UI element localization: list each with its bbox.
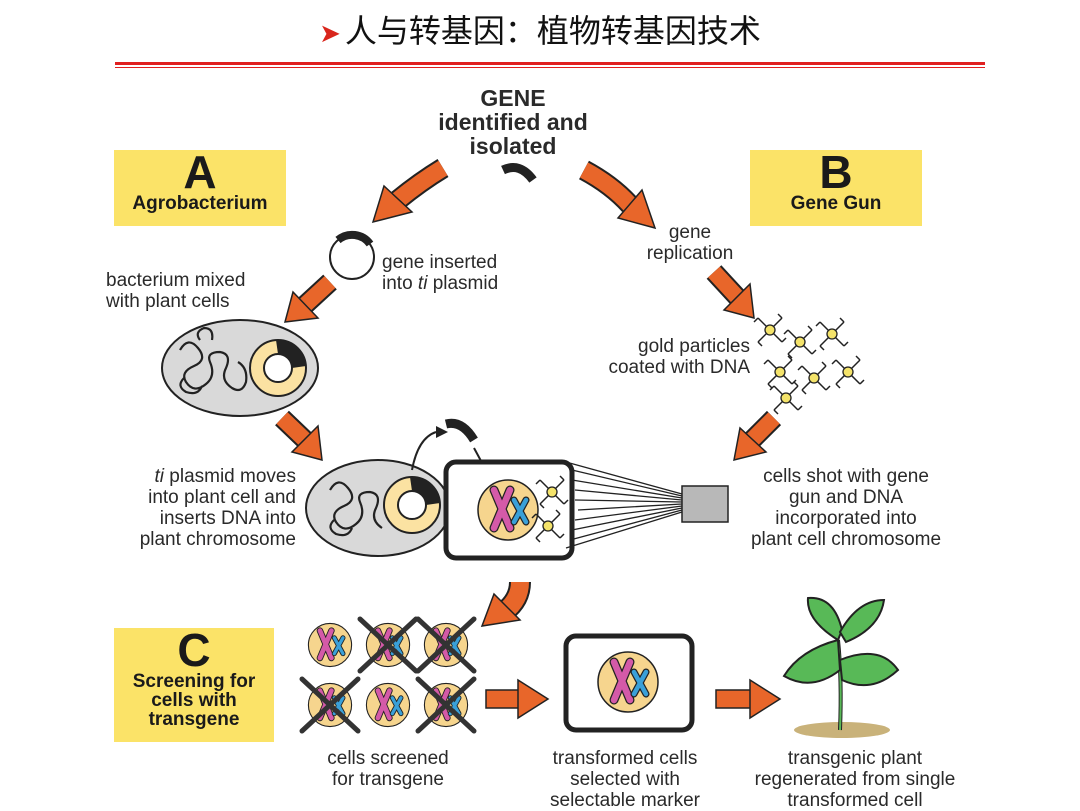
- label-shot-line4: plant cell chromosome: [750, 529, 942, 550]
- arrow-selected-to-plant: [715, 678, 782, 720]
- box-c-line2: cells with: [151, 690, 237, 711]
- label-screened-line2: for transgene: [332, 769, 444, 790]
- box-a-agrobacterium: A Agrobacterium: [114, 146, 286, 226]
- gold-particles-icon: [753, 313, 865, 415]
- label-bacterium-line2: with plant cells: [106, 291, 230, 312]
- arrow-gene-to-a: [371, 159, 449, 224]
- label-transformed-line2: selected with: [570, 769, 680, 790]
- label-transgenic-plant: transgenic plant regenerated from single…: [730, 748, 980, 811]
- title-rule: [115, 62, 985, 65]
- label-replication-line1: gene: [668, 222, 712, 243]
- label-shot-line1: cells shot with gene: [763, 466, 929, 487]
- label-transformed-line1: transformed cells: [552, 748, 698, 769]
- label-ti-line2: into plant cell and: [148, 487, 296, 508]
- gene-heading-line3: isolated: [469, 133, 557, 159]
- box-b-letter: B: [819, 146, 853, 198]
- transgenic-plant-icon: [782, 596, 900, 738]
- arrow-cell-to-screening: [480, 581, 531, 627]
- label-screened-line1: cells screened: [327, 748, 449, 769]
- label-shot-line3: incorporated into: [775, 508, 917, 529]
- label-plant-line1: transgenic plant: [787, 748, 923, 769]
- label-transformed-cells: transformed cells selected with selectab…: [520, 748, 730, 811]
- arrow-gene-to-b: [578, 160, 657, 230]
- box-b-label: Gene Gun: [790, 193, 882, 214]
- label-plant-line3: transformed cell: [787, 790, 923, 811]
- arrow-gold-to-cell: [733, 410, 782, 462]
- label-ti-line4: plant chromosome: [139, 529, 296, 550]
- title-bullet-icon: ➤: [319, 19, 341, 49]
- bacterium-transfer-icon: [305, 418, 495, 557]
- arrow-screened-to-selected: [485, 678, 550, 720]
- title-rule-thin: [115, 67, 985, 68]
- label-cells-shot: cells shot with gene gun and DNA incorpo…: [728, 466, 964, 550]
- gene-fragment-icon: [501, 163, 537, 183]
- arrow-replication-to-gold: [706, 265, 755, 320]
- label-bacterium-mixed: bacterium mixed with plant cells: [106, 270, 286, 312]
- box-c-line3: transgene: [148, 709, 240, 730]
- label-transformed-line3: selectable marker: [550, 790, 700, 811]
- label-gene-replication: gene replication: [632, 222, 748, 264]
- label-gene-inserted-line2: into ti plasmid: [382, 273, 499, 294]
- ti-plasmid-icon: [329, 230, 375, 280]
- label-gene-inserted-line1: gene inserted: [382, 252, 498, 273]
- slide-title: ➤人与转基因：植物转基因技术: [0, 6, 1080, 52]
- box-a-label: Agrobacterium: [132, 193, 268, 214]
- label-cells-screened: cells screened for transgene: [300, 748, 476, 790]
- box-c-letter: C: [177, 624, 211, 676]
- arrow-bacterium-to-cell: [275, 410, 323, 462]
- box-c-line1: Screening for: [132, 671, 256, 692]
- arrow-plasmid-to-bacterium: [283, 274, 337, 323]
- label-gold-line1: gold particles: [638, 336, 750, 357]
- screening-cells-icon: [302, 619, 474, 731]
- label-ti-plasmid-moves: ti plasmid moves into plant cell and ins…: [100, 466, 296, 550]
- gene-heading: GENE identified and isolated: [400, 86, 626, 158]
- label-gene-inserted: gene inserted into ti plasmid: [382, 252, 542, 294]
- selected-cell-icon: [563, 633, 695, 733]
- box-c-screening: C Screening for cells with transgene: [114, 624, 274, 742]
- label-ti-line1: ti plasmid moves: [154, 466, 297, 487]
- gene-gun-icon: [565, 461, 729, 549]
- label-replication-line2: replication: [646, 243, 734, 264]
- gene-heading-line2: identified and: [438, 109, 588, 135]
- plant-cell-icon: [443, 459, 575, 561]
- bacterium-cell-icon: [161, 319, 319, 417]
- label-shot-line2: gun and DNA: [788, 487, 904, 508]
- label-gold-particles: gold particles coated with DNA: [578, 336, 750, 378]
- box-b-gene-gun: B Gene Gun: [750, 146, 922, 226]
- label-ti-line3: inserts DNA into: [159, 508, 296, 529]
- label-plant-line2: regenerated from single: [754, 769, 956, 790]
- slide-title-text: 人与转基因：植物转基因技术: [344, 12, 761, 50]
- box-a-letter: A: [183, 146, 217, 198]
- label-gold-line2: coated with DNA: [608, 357, 750, 378]
- label-bacterium-line1: bacterium mixed: [106, 270, 246, 291]
- gene-heading-line1: GENE: [480, 85, 546, 111]
